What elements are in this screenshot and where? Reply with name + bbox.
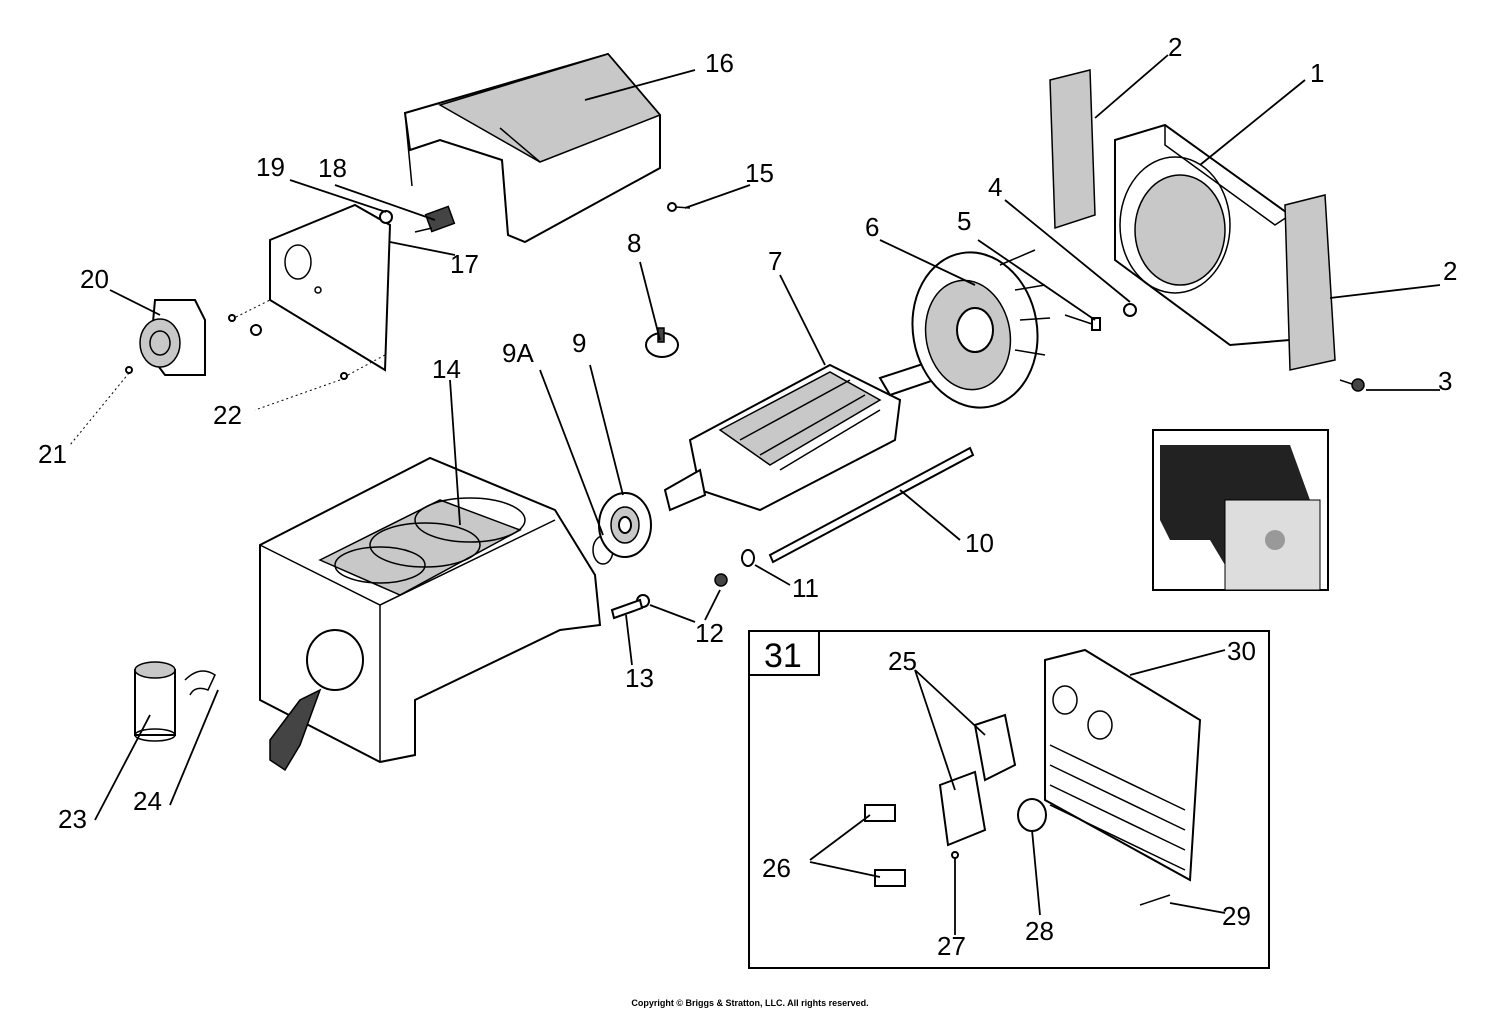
part-3-screw: [1339, 378, 1365, 392]
label-7: 7: [768, 246, 782, 276]
label-17: 17: [450, 249, 479, 279]
part-21-screw: [125, 366, 133, 374]
label-22: 22: [213, 400, 242, 430]
label-13: 13: [625, 663, 654, 693]
label-2-right: 2: [1443, 256, 1457, 286]
label-25: 25: [888, 646, 917, 676]
part-25-outlets: [938, 713, 1017, 847]
part-24-clip: [184, 670, 216, 696]
label-27: 27: [937, 931, 966, 961]
label-28: 28: [1025, 916, 1054, 946]
label-10: 10: [965, 528, 994, 558]
part-26-switches: [864, 804, 906, 887]
copyright-notice: Copyright © Briggs & Stratton, LLC. All …: [631, 998, 869, 1008]
label-12: 12: [695, 618, 724, 648]
part-10-through-bolt: [768, 446, 975, 564]
label-2-top: 2: [1168, 32, 1182, 62]
label-1: 1: [1310, 58, 1324, 88]
part-20-receptacle: [139, 299, 206, 376]
part-18-switch: [414, 205, 456, 233]
label-21: 21: [38, 439, 67, 469]
label-23: 23: [58, 804, 87, 834]
label-19: 19: [256, 152, 285, 182]
part-labels: 2 1 2 3 4 5 6 7 8 9 9A 10 11 12 13 14 15…: [38, 32, 1457, 961]
part-14-stator-housing: [259, 456, 602, 772]
part-27-screw: [951, 851, 959, 859]
part-29-screw: [1139, 894, 1171, 906]
part-11-washer: [741, 549, 755, 567]
part-13-stud: [610, 598, 644, 620]
part-2-screen-right: [1284, 194, 1336, 371]
part-16-cover: [403, 52, 662, 244]
part-28-knob: [1017, 798, 1047, 832]
part-2-screen-left: [1049, 69, 1096, 230]
part-17-plate: [269, 203, 392, 372]
label-15: 15: [745, 158, 774, 188]
part-4-washer: [1123, 303, 1137, 317]
label-30: 30: [1227, 636, 1256, 666]
label-4: 4: [988, 172, 1002, 202]
label-11: 11: [792, 573, 819, 603]
label-5: 5: [957, 206, 971, 236]
part-22-screws: [228, 299, 386, 380]
part-15-screw: [667, 202, 691, 212]
part-7-rotor: [663, 358, 942, 512]
inset-photo: [1152, 429, 1329, 591]
label-9a: 9A: [502, 338, 534, 368]
label-3: 3: [1438, 366, 1452, 396]
label-8: 8: [627, 228, 641, 258]
label-20: 20: [80, 264, 109, 294]
label-6: 6: [865, 212, 879, 242]
label-16: 16: [705, 48, 734, 78]
label-24: 24: [133, 786, 162, 816]
label-9: 9: [572, 328, 586, 358]
label-18: 18: [318, 153, 347, 183]
part-5-bolt: [1064, 314, 1101, 331]
part-8-brush: [645, 327, 679, 358]
label-14: 14: [432, 354, 461, 384]
part-9-bearing: [598, 492, 652, 558]
part-23-capacitor: [134, 661, 176, 742]
panel-kit-box: [748, 630, 1270, 969]
part-19-nut: [379, 210, 393, 224]
label-31: 31: [764, 637, 802, 675]
part-6-fan: [911, 249, 1051, 409]
part-1-end-bell: [1114, 123, 1291, 347]
label-26: 26: [762, 853, 791, 883]
leader-lines: [69, 54, 1441, 935]
label-29: 29: [1222, 901, 1251, 931]
part-30-panel: [1044, 648, 1202, 882]
